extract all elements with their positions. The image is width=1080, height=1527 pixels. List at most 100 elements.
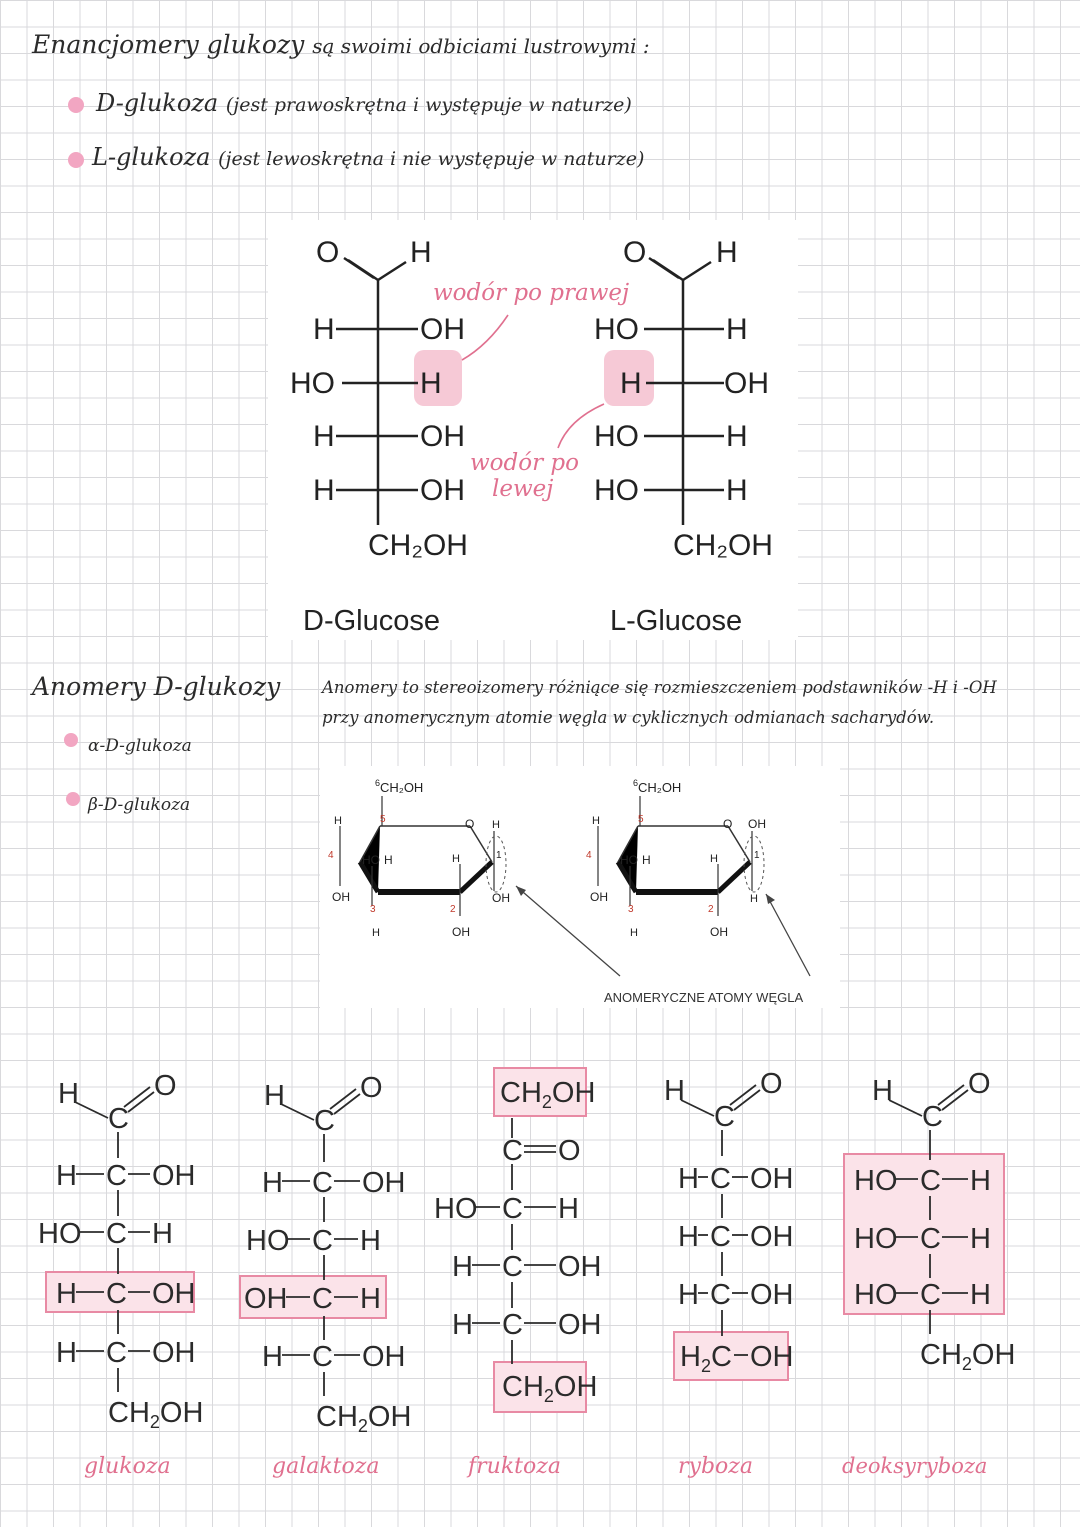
svg-text:C: C: [312, 1283, 333, 1315]
svg-text:H: H: [262, 1341, 283, 1373]
svg-text:H: H: [970, 1279, 991, 1311]
svg-text:CH₂OH: CH₂OH: [638, 780, 681, 795]
svg-text:H: H: [152, 1218, 173, 1250]
svg-text:3: 3: [370, 904, 376, 915]
enantiomers-heading: Enancjomery glukozy są swoimi odbiciami …: [32, 30, 650, 59]
sugar-name-glukoza: glukoza: [84, 1454, 171, 1479]
highlight-box: [45, 1271, 195, 1313]
svg-text:C: C: [106, 1337, 127, 1369]
svg-text:HO: HO: [246, 1225, 290, 1257]
svg-text:OH: OH: [750, 1221, 794, 1253]
svg-text:C: C: [502, 1309, 523, 1341]
fischer-figure: O H H OH HO H H OH H OH CH₂OH D-Glucose …: [268, 220, 798, 640]
svg-text:H: H: [642, 853, 651, 867]
alpha-ring: CH₂OH 6 5 H 4 HO H OH 3 H H 2 OH O H 1 O…: [328, 778, 510, 939]
bullet-dot: [64, 733, 78, 747]
anomers-heading: Anomery D-glukozy: [32, 672, 281, 701]
svg-text:H: H: [872, 1075, 893, 1107]
svg-text:C: C: [314, 1105, 335, 1137]
l-row1-right: H: [726, 313, 748, 346]
l-row3-right: H: [726, 420, 748, 453]
svg-text:OH: OH: [710, 925, 728, 939]
svg-text:CH2OH: CH2OH: [920, 1339, 1015, 1374]
svg-text:C: C: [106, 1218, 127, 1250]
svg-text:HO: HO: [362, 853, 380, 867]
svg-text:OH: OH: [332, 890, 350, 904]
bullet-dot: [66, 792, 80, 806]
svg-text:CH₂OH: CH₂OH: [380, 780, 423, 795]
d-row2-left: HO: [290, 367, 335, 400]
d-row1-right: OH: [420, 313, 465, 346]
svg-text:H: H: [334, 815, 342, 827]
svg-text:OH: OH: [558, 1251, 602, 1283]
d-row4-right: OH: [420, 474, 465, 507]
svg-text:H: H: [360, 1283, 381, 1315]
highlight-box: [843, 1153, 1005, 1315]
svg-text:H: H: [384, 853, 393, 867]
l-glucose-label: L-Glucose: [610, 605, 742, 637]
l-top-o: O: [623, 236, 646, 269]
svg-text:4: 4: [328, 850, 334, 861]
svg-text:OH: OH: [558, 1309, 602, 1341]
svg-text:H: H: [710, 853, 718, 865]
note-h-left-1: wodór po: [470, 450, 579, 476]
highlight-box: [493, 1067, 587, 1117]
bullet-dot: [68, 97, 84, 113]
svg-text:OH: OH: [452, 925, 470, 939]
svg-text:OH: OH: [152, 1337, 196, 1369]
svg-text:OH: OH: [244, 1283, 288, 1315]
sugar-name-galaktoza: galaktoza: [272, 1454, 380, 1479]
svg-text:H: H: [452, 853, 460, 865]
bullet-desc: (jest lewoskrętna i nie występuje w natu…: [218, 148, 645, 170]
l-row4-right: H: [726, 474, 748, 507]
svg-text:H: H: [664, 1075, 685, 1107]
svg-text:CH2OH: CH2OH: [108, 1397, 203, 1432]
sugar-name-fruktoza: fruktoza: [468, 1454, 561, 1479]
svg-text:O: O: [360, 1072, 383, 1104]
svg-text:OH: OH: [152, 1160, 196, 1192]
heading-rest: są swoimi odbiciami lustrowymi :: [312, 34, 650, 58]
svg-text:OH: OH: [492, 891, 510, 905]
l-row3-left: HO: [594, 420, 639, 453]
bullet-dot: [68, 152, 84, 168]
highlight-box: [493, 1361, 587, 1413]
svg-text:O: O: [558, 1135, 581, 1167]
svg-text:HO: HO: [854, 1223, 898, 1255]
svg-text:C: C: [920, 1223, 941, 1255]
svg-text:O: O: [760, 1068, 783, 1100]
svg-text:OH: OH: [362, 1341, 406, 1373]
anomer-alpha: α-D-glukoza: [88, 736, 192, 756]
anomer-beta: β-D-glukoza: [88, 795, 191, 815]
svg-text:C: C: [312, 1225, 333, 1257]
svg-text:H: H: [56, 1278, 77, 1310]
svg-text:5: 5: [638, 814, 644, 825]
bullet-d-glucose: D-glukoza (jest prawoskrętna i występuje…: [96, 89, 632, 117]
svg-text:5: 5: [380, 814, 386, 825]
svg-text:H: H: [592, 815, 600, 827]
svg-text:O: O: [465, 817, 474, 831]
highlight-h-right: [414, 350, 462, 406]
svg-text:CH2OH: CH2OH: [316, 1401, 411, 1436]
svg-text:H: H: [558, 1193, 579, 1225]
fischer-svg: O H H OH HO H H OH H OH CH₂OH D-Glucose …: [290, 236, 773, 637]
svg-text:C: C: [710, 1221, 731, 1253]
note-h-right: wodór po prawej: [433, 280, 629, 306]
d-glucose-label: D-Glucose: [303, 605, 440, 637]
svg-text:OH: OH: [750, 1279, 794, 1311]
svg-text:C: C: [312, 1167, 333, 1199]
svg-text:C: C: [714, 1101, 735, 1133]
svg-text:C: C: [106, 1160, 127, 1192]
svg-text:4: 4: [586, 850, 592, 861]
svg-text:H: H: [750, 893, 758, 905]
svg-text:C: C: [106, 1278, 127, 1310]
sugar-name-deoksyryboza: deoksyryboza: [842, 1454, 988, 1478]
svg-text:HO: HO: [854, 1165, 898, 1197]
svg-text:H: H: [264, 1080, 285, 1112]
svg-text:HO: HO: [620, 853, 638, 867]
highlight-box: [673, 1331, 789, 1381]
